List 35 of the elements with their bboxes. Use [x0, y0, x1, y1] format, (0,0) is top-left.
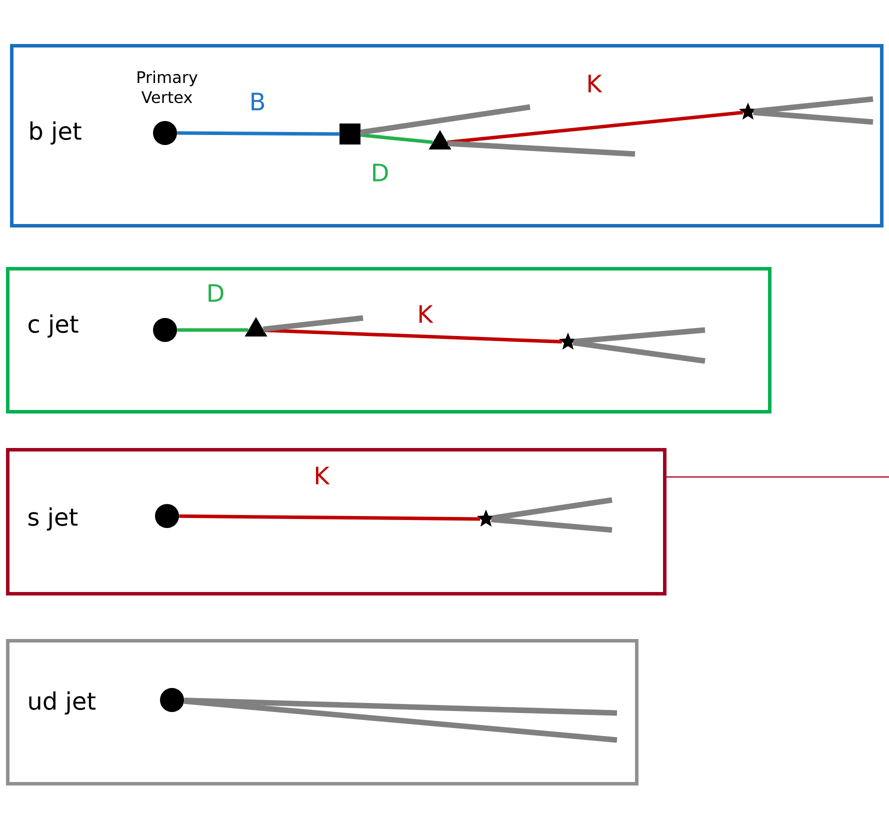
- track-line: [572, 340, 706, 364]
- vertex-label: Primary Vertex: [138, 70, 198, 104]
- edge-label: B: [248, 92, 267, 112]
- marker-triangle: [428, 130, 452, 150]
- marker-square: [340, 124, 360, 144]
- track-line: [184, 698, 618, 716]
- decay-line: [177, 328, 248, 332]
- marker-star: [738, 102, 758, 120]
- edge-label: D: [205, 283, 226, 303]
- edge-label: D: [370, 162, 390, 182]
- track-line: [754, 96, 874, 114]
- track-line: [360, 104, 530, 136]
- marker-triangle: [244, 317, 268, 336]
- marker-dot: [153, 318, 177, 342]
- edge-label: K: [585, 74, 603, 94]
- edge-label: K: [416, 304, 434, 324]
- marker-dot: [155, 504, 179, 528]
- edge-label: K: [312, 466, 330, 486]
- marker-dot: [153, 121, 177, 145]
- track-line: [448, 140, 636, 157]
- decay-line: [264, 328, 562, 344]
- decay-line: [177, 131, 340, 136]
- marker-star: [476, 510, 496, 527]
- track-line: [184, 698, 618, 743]
- decay-line: [179, 514, 480, 521]
- marker-star: [558, 332, 578, 350]
- jet-box: ud jet: [6, 639, 638, 786]
- marker-dot: [160, 688, 184, 712]
- track-line: [262, 315, 364, 332]
- track-line: [574, 327, 706, 344]
- decay-line: [447, 110, 744, 144]
- track-line: [753, 110, 874, 125]
- track-line: [492, 497, 612, 521]
- decay-line: [360, 133, 433, 144]
- track-line: [491, 516, 612, 533]
